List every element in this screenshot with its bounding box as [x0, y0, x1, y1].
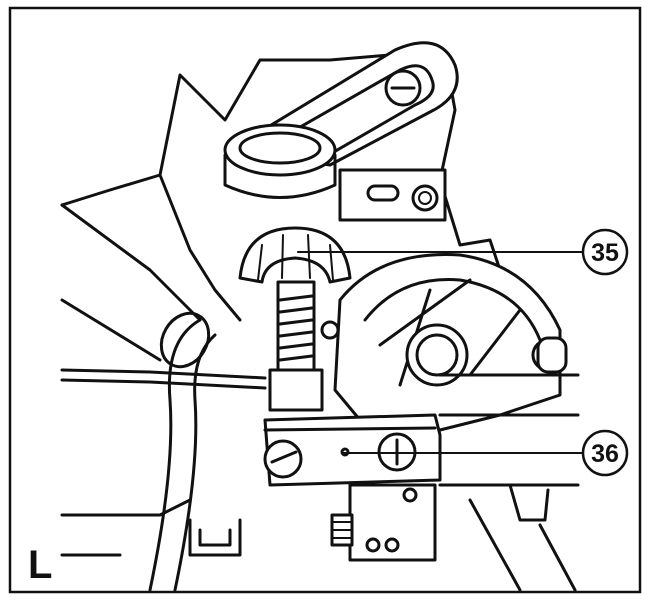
callout-36-label: 36	[591, 440, 619, 468]
view-letter: L	[28, 543, 52, 587]
adjusting-knob-35	[238, 226, 352, 412]
hose	[148, 311, 267, 592]
callout-35-label: 35	[591, 239, 619, 267]
filler-neck	[223, 123, 337, 199]
callout-36: 36	[581, 429, 629, 477]
mounting-plate	[338, 168, 447, 222]
pulley-assembly	[320, 253, 568, 432]
machine-housing	[60, 53, 502, 557]
right-rails	[438, 373, 580, 592]
callout-35: 35	[581, 228, 629, 276]
lower-clamp-block	[330, 483, 437, 562]
lever-plate-36	[263, 413, 442, 487]
u-bracket	[188, 518, 242, 557]
